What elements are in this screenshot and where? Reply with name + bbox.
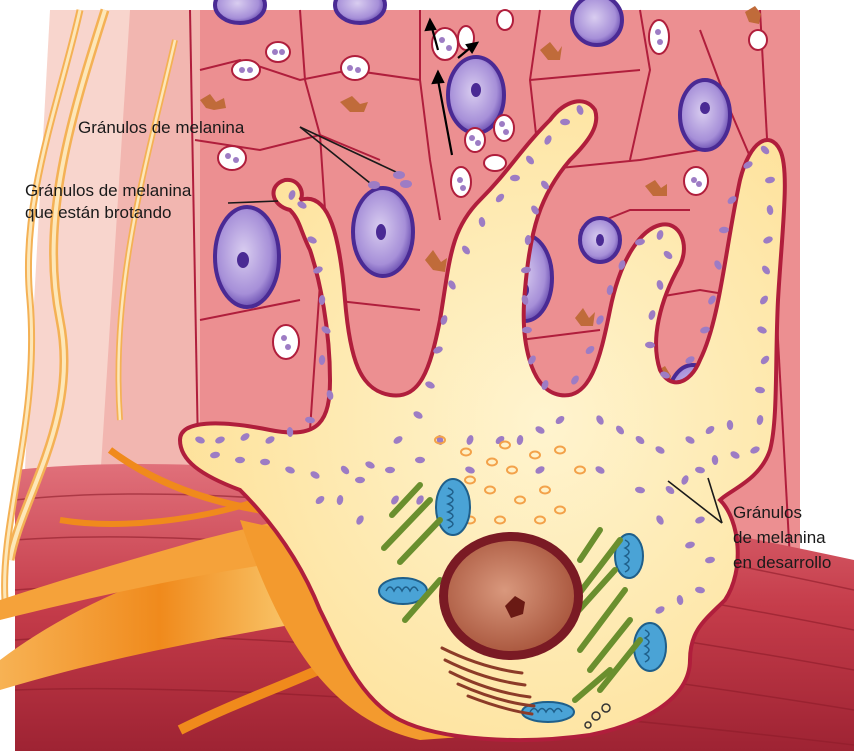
- label-developing-granules-line1: Gránulos: [733, 502, 802, 524]
- melanin-granule: [385, 467, 395, 473]
- label-developing-granules-line2: de melanina: [733, 527, 826, 549]
- label-melanin-granules: Gránulos de melanina: [78, 117, 244, 139]
- label-budding-granules-line2: que están brotando: [25, 202, 172, 224]
- melanocyte-nucleus: [439, 532, 583, 660]
- melanin-granule: [235, 457, 245, 463]
- label-budding-granules-line1: Gránulos de melanina: [25, 180, 191, 202]
- label-developing-granules-line3: en desarrollo: [733, 552, 831, 574]
- melanin-granule: [415, 457, 425, 463]
- melanin-granule: [355, 477, 365, 483]
